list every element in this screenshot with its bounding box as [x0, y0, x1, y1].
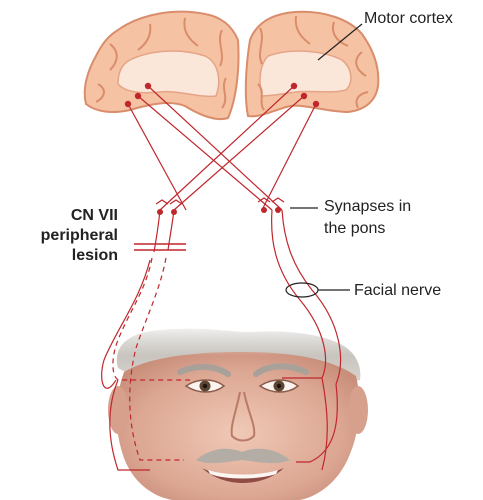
lesion-label-line3: lesion	[40, 246, 118, 266]
facial-nerve-circle	[286, 283, 318, 297]
fiber-right-to-left-2	[174, 96, 304, 210]
face-illustration	[108, 322, 370, 500]
synapse-node	[171, 209, 177, 215]
lesion-label-line1: CN VII	[40, 206, 118, 226]
cortex-node	[291, 83, 297, 89]
motor-cortex-label: Motor cortex	[364, 8, 453, 29]
cortex-node	[125, 101, 131, 107]
pons-synapses	[156, 198, 284, 215]
synapse-node	[261, 207, 267, 213]
right-ear	[348, 386, 368, 434]
fiber-right-ipsilateral	[262, 104, 316, 210]
brain-white-matter-right	[260, 51, 351, 96]
lesion-label-line2: peripheral	[40, 226, 118, 246]
left-facial-nerve-proximal	[154, 210, 160, 252]
cortex-node	[313, 101, 319, 107]
facial-nerve-label: Facial nerve	[354, 280, 441, 301]
lesion-marks	[134, 244, 186, 250]
synapses-label-line1: Synapses in	[324, 196, 411, 217]
cortex-node	[301, 93, 307, 99]
synapses-label-line2: the pons	[324, 218, 385, 239]
cortex-node	[135, 93, 141, 99]
synapse-node	[275, 207, 281, 213]
cortex-node	[145, 83, 151, 89]
synapse-node	[157, 209, 163, 215]
face-fade	[110, 322, 370, 356]
brain-white-matter-left	[118, 51, 219, 96]
lesion-label: CN VII peripheral lesion	[40, 206, 118, 266]
